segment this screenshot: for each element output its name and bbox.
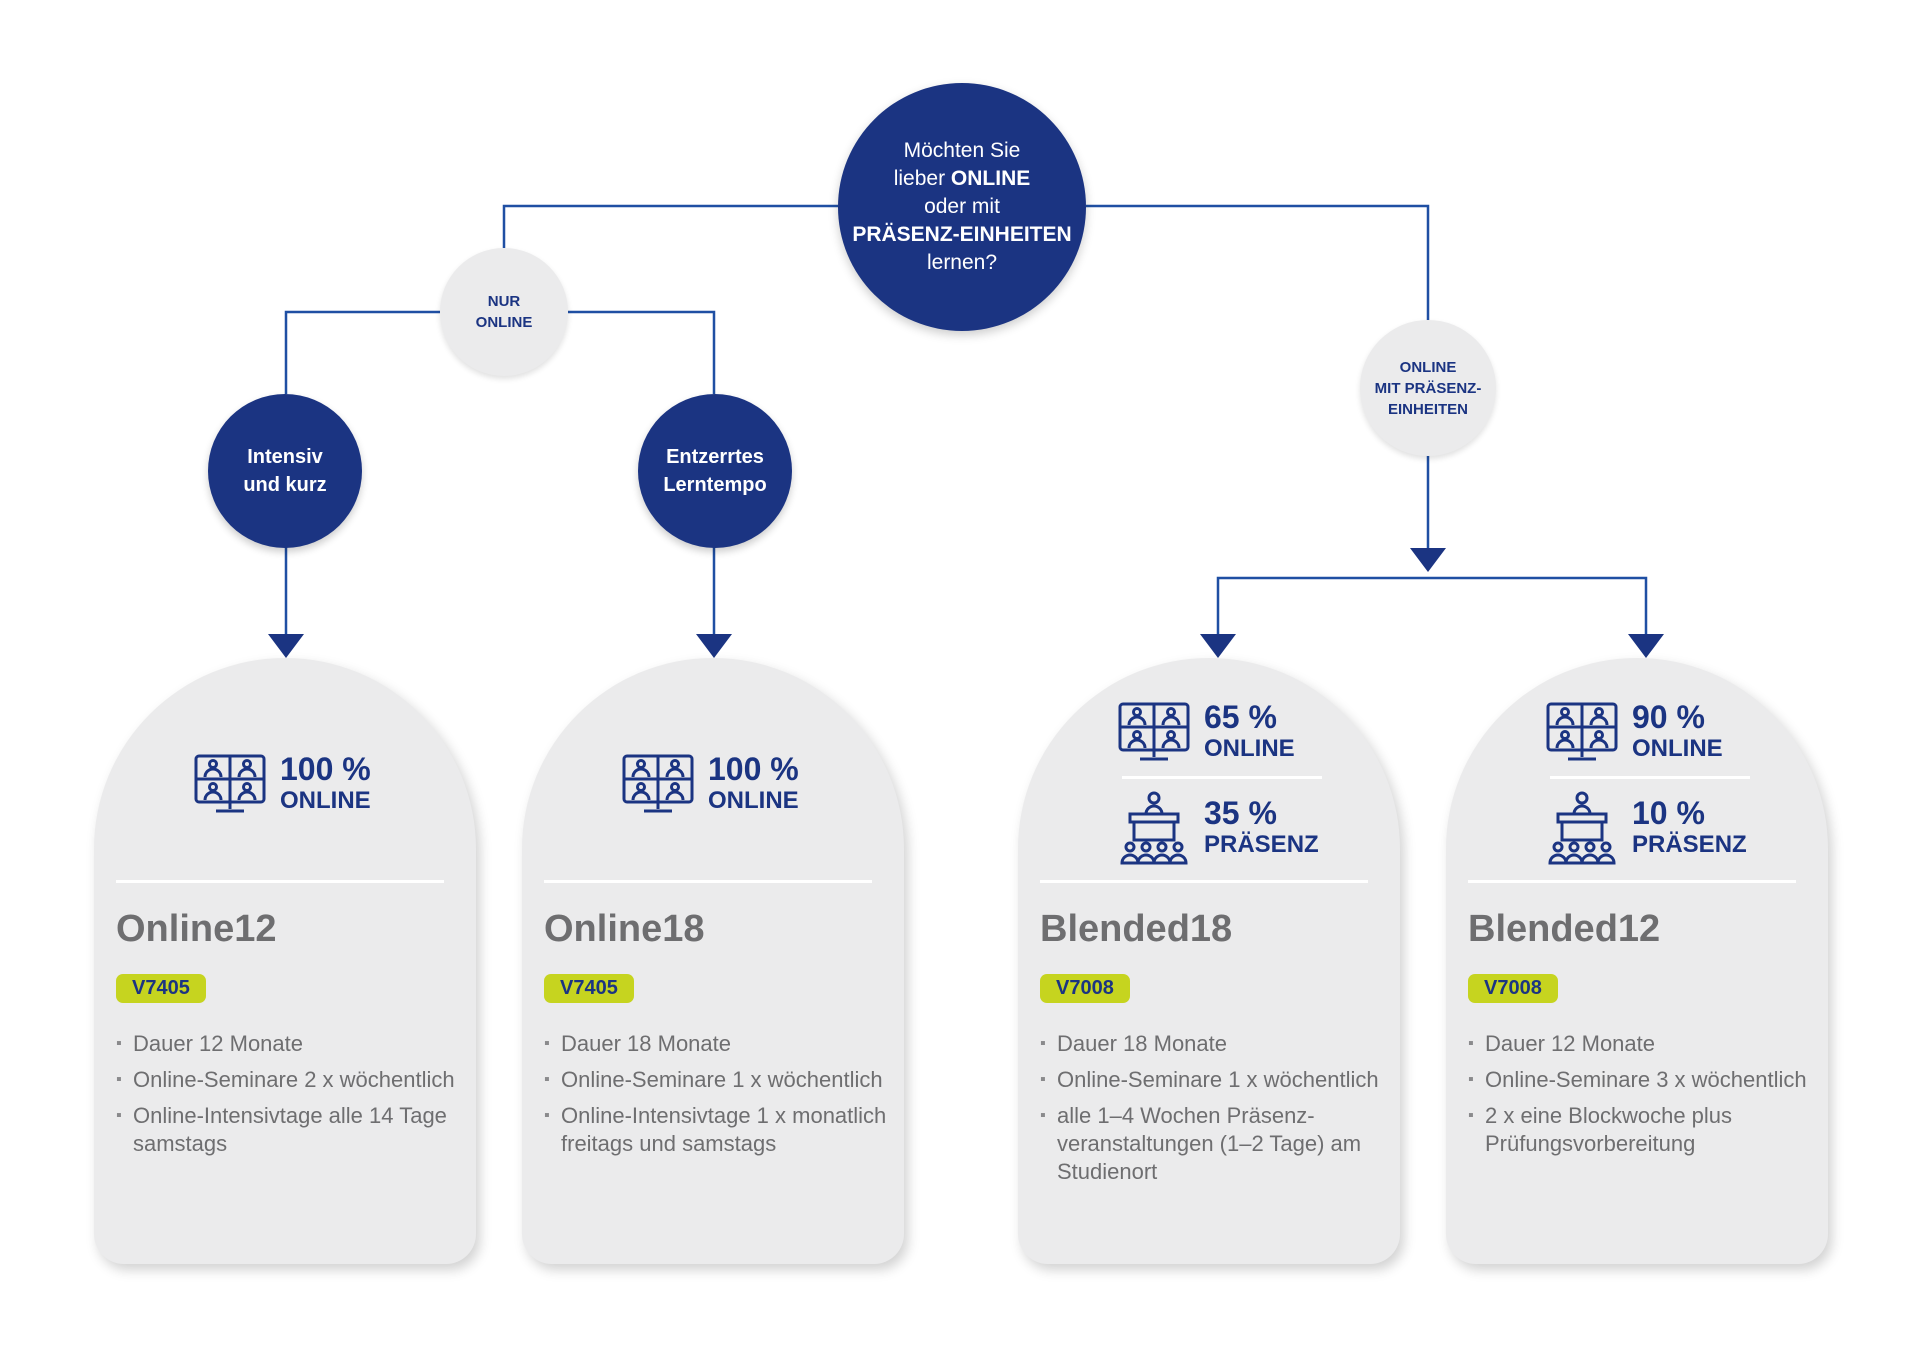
course-code-badge: V7008 (1468, 974, 1558, 1003)
question-line-5: lernen? (926, 251, 998, 274)
bullet-item: Online-Seminare 1 x wöchentlich (544, 1066, 894, 1094)
program-card-online12: 100 % ONLINE Online12 V7405 Dauer 12 Mon… (94, 658, 476, 1264)
card-stat-online: 90 % ONLINE (1546, 700, 1723, 764)
option-nur-online-line-2: ONLINE (475, 314, 533, 331)
course-code-badge: V7008 (1040, 974, 1130, 1003)
video-conference-icon (1546, 702, 1618, 762)
pace-intensiv-line-1: Intensiv (247, 446, 323, 468)
option-nur-online-line-1: NUR (487, 293, 521, 310)
card-divider (1468, 880, 1796, 883)
stat-label: ONLINE (708, 787, 799, 814)
pace-entzerrt-circle: Entzerrtes Lerntempo (638, 394, 792, 548)
stat-percentage: 100 % (280, 751, 371, 787)
bullet-item: Dauer 18 Monate (1040, 1030, 1390, 1058)
line-question-to-nur-online (502, 204, 838, 248)
card-stat-praesenz: 10 % PRÄSENZ (1546, 790, 1747, 866)
stat-percentage: 65 % (1204, 699, 1277, 735)
bullet-item: Online-Seminare 2 x wöchentlich (116, 1066, 466, 1094)
pace-entzerrt-line-1: Entzerrtes (666, 446, 764, 468)
bullet-item: Online-Seminare 1 x wöchentlich (1040, 1066, 1390, 1094)
card-stat-online: 100 % ONLINE (194, 752, 371, 816)
bullet-item: Dauer 12 Monate (1468, 1030, 1818, 1058)
video-conference-icon (1118, 702, 1190, 762)
card-title: Blended12 (1468, 908, 1661, 950)
card-divider (544, 880, 872, 883)
option-praesenz-line-1: ONLINE (1399, 358, 1457, 376)
stat-divider (1550, 776, 1750, 779)
stat-divider (1122, 776, 1322, 779)
stat-label: PRÄSENZ (1632, 831, 1747, 858)
stat-percentage: 100 % (708, 751, 799, 787)
card-title: Online12 (116, 908, 277, 950)
question-line-2a: lieber (893, 167, 951, 190)
pace-entzerrt-line-2: Lerntempo (663, 474, 767, 496)
option-praesenz-line-2: MIT PRÄSENZ- (1374, 379, 1482, 397)
arrow-card-blended12 (1628, 634, 1664, 658)
program-card-blended12: 90 % ONLINE 10 % PRÄSENZ Blended12 V7008… (1446, 658, 1828, 1264)
card-bullet-list: Dauer 12 Monate Online-Seminare 2 x wöch… (116, 1030, 466, 1166)
line-nur-online-right (568, 310, 716, 394)
option-online-mit-praesenz: ONLINE MIT PRÄSENZ- EINHEITEN (1360, 320, 1496, 456)
bullet-item: 2 x eine Blockwoche plus Prüfungsvorbere… (1468, 1102, 1818, 1158)
card-bullet-list: Dauer 12 Monate Online-Seminare 3 x wöch… (1468, 1030, 1818, 1166)
video-conference-icon (194, 754, 266, 814)
pace-intensiv-line-2: und kurz (243, 474, 327, 496)
stat-label: ONLINE (280, 787, 371, 814)
bullet-item: Online-Seminare 3 x wöchentlich (1468, 1066, 1818, 1094)
video-conference-icon (622, 754, 694, 814)
classroom-lecture-icon (1546, 790, 1618, 866)
card-title: Blended18 (1040, 908, 1233, 950)
question-online-emphasis: ONLINE (950, 167, 1031, 190)
arrow-card-blended18 (1200, 634, 1236, 658)
bullet-item: Online-Intensivtage 1 x monatlich freita… (544, 1102, 894, 1158)
bullet-item: Online-Intensivtage alle 14 Tage samstag… (116, 1102, 466, 1158)
card-bullet-list: Dauer 18 Monate Online-Seminare 1 x wöch… (1040, 1030, 1390, 1194)
question-praesenz-emphasis: PRÄSENZ-EINHEITEN (852, 223, 1072, 246)
stat-percentage: 10 % (1632, 795, 1705, 831)
stat-percentage: 90 % (1632, 699, 1705, 735)
course-code-badge: V7405 (116, 974, 206, 1003)
question-line-3: oder mit (924, 195, 1000, 218)
line-question-to-online-praesenz (1086, 204, 1430, 320)
stat-label: ONLINE (1204, 735, 1295, 762)
option-nur-online: NUR ONLINE (440, 248, 568, 376)
pace-intensiv-circle: Intensiv und kurz (208, 394, 362, 548)
arrow-blended-branch (1410, 548, 1446, 572)
course-code-badge: V7405 (544, 974, 634, 1003)
question-circle: Möchten Sie lieber ONLINE oder mit PRÄSE… (838, 83, 1086, 331)
card-stat-online: 65 % ONLINE (1118, 700, 1295, 764)
bullet-item: Dauer 12 Monate (116, 1030, 466, 1058)
card-divider (1040, 880, 1368, 883)
card-stat-online: 100 % ONLINE (622, 752, 799, 816)
line-nur-online-left (284, 310, 440, 394)
bullet-item: alle 1–4 Wochen Präsenz-veranstaltungen … (1040, 1102, 1390, 1186)
card-bullet-list: Dauer 18 Monate Online-Seminare 1 x wöch… (544, 1030, 894, 1166)
option-praesenz-line-3: EINHEITEN (1387, 400, 1468, 418)
stat-label: PRÄSENZ (1204, 831, 1319, 858)
card-title: Online18 (544, 908, 705, 950)
card-stat-praesenz: 35 % PRÄSENZ (1118, 790, 1319, 866)
card-divider (116, 880, 444, 883)
classroom-lecture-icon (1118, 790, 1190, 866)
question-line-1: Möchten Sie (903, 139, 1021, 162)
stat-label: ONLINE (1632, 735, 1723, 762)
arrow-card-online12 (268, 634, 304, 658)
line-blended-branch (1216, 576, 1648, 636)
stat-percentage: 35 % (1204, 795, 1277, 831)
bullet-item: Dauer 18 Monate (544, 1030, 894, 1058)
program-card-blended18: 65 % ONLINE 35 % PRÄSENZ Blended18 V7008… (1018, 658, 1400, 1264)
arrow-card-online18 (696, 634, 732, 658)
program-card-online18: 100 % ONLINE Online18 V7405 Dauer 18 Mon… (522, 658, 904, 1264)
